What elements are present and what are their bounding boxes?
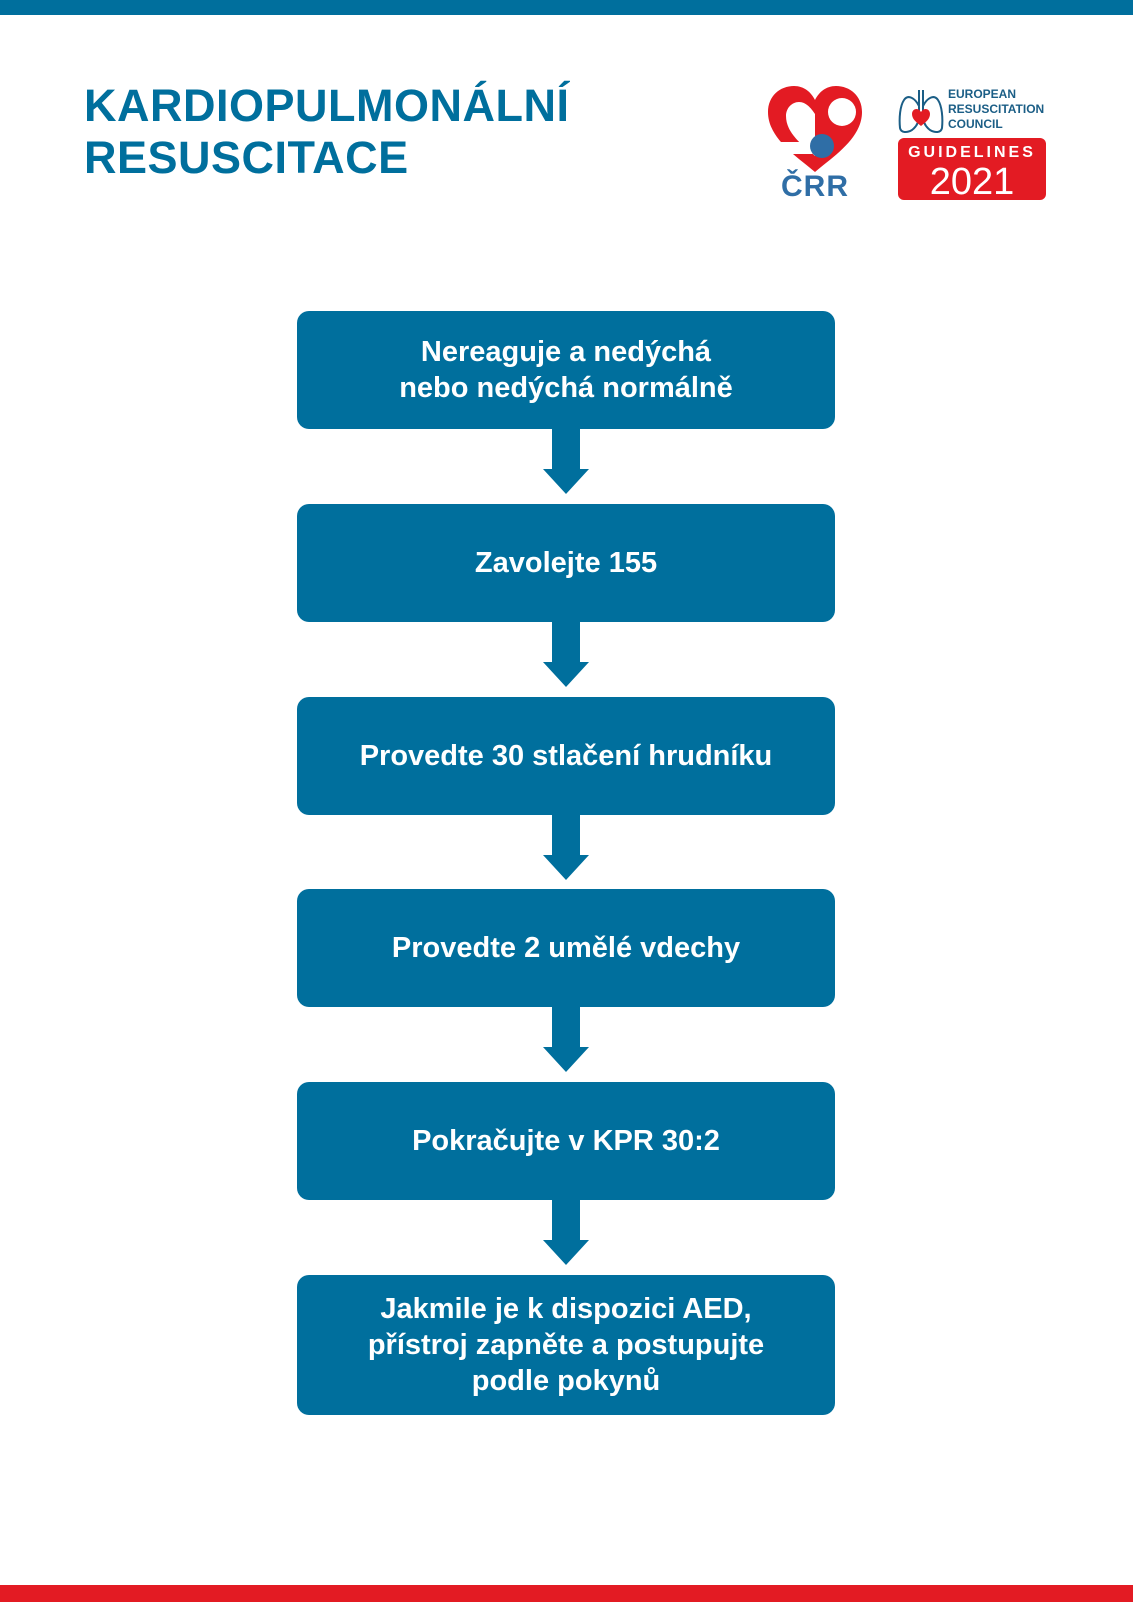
step-6-line-2: přístroj zapněte a postupujte [367, 1329, 765, 1361]
flow-arrow-1 [543, 428, 589, 494]
erc-name: EUROPEAN RESUSCITATION COUNCIL [948, 87, 1058, 132]
title-line-2: RESUSCITACE [84, 132, 409, 183]
guidelines-label: GUIDELINES [908, 144, 1036, 161]
step-1-line-2: nebo nedýchá normálně [399, 372, 733, 404]
guidelines-badge: GUIDELINES 2021 [898, 138, 1046, 203]
crr-logo-text: ČRR [781, 170, 849, 203]
crr-heart-icon [768, 86, 862, 172]
step-5-line-1: Pokračujte v KPR 30:2 [412, 1125, 720, 1157]
erc-name-line-3: COUNCIL [948, 117, 1003, 131]
erc-name-line-2: RESUSCITATION [948, 102, 1045, 116]
top-accent-bar [0, 0, 1133, 15]
step-6-line-3: podle pokynů [471, 1365, 661, 1397]
erc-name-line-1: EUROPEAN [948, 87, 1017, 101]
crr-logo: ČRR [766, 86, 864, 206]
step-4-line-1: Provedte 2 umělé vdechy [391, 932, 741, 964]
step-2-line-1: Zavolejte 155 [474, 547, 658, 579]
step-3-line-1: Provedte 30 stlačení hrudníku [359, 740, 773, 772]
step-unresponsive: Nereaguje a nedýchá nebo nedýchá normáln… [297, 311, 835, 429]
step-rescue-breaths: Provedte 2 umělé vdechy [297, 889, 835, 1007]
page-title: KARDIOPULMONÁLNÍ RESUSCITACE [84, 80, 569, 184]
step-6-line-1: Jakmile je k dispozici AED, [380, 1293, 752, 1325]
flow-arrow-3 [543, 814, 589, 880]
guidelines-year: 2021 [929, 161, 1015, 203]
flow-arrow-5 [543, 1199, 589, 1265]
erc-logo: EUROPEAN RESUSCITATION COUNCIL GUIDELINE… [898, 86, 1048, 202]
flow-arrow-4 [543, 1006, 589, 1072]
step-chest-compressions: Provedte 30 stlačení hrudníku [297, 697, 835, 815]
bottom-accent-bar [0, 1585, 1133, 1602]
flow-arrow-2 [543, 621, 589, 687]
step-1-line-1: Nereaguje a nedýchá [420, 336, 712, 368]
step-use-aed: Jakmile je k dispozici AED, přístroj zap… [297, 1275, 835, 1415]
step-continue-cpr: Pokračujte v KPR 30:2 [297, 1082, 835, 1200]
title-line-1: KARDIOPULMONÁLNÍ [84, 80, 570, 131]
lungs-heart-icon [898, 90, 944, 134]
step-call-emergency: Zavolejte 155 [297, 504, 835, 622]
